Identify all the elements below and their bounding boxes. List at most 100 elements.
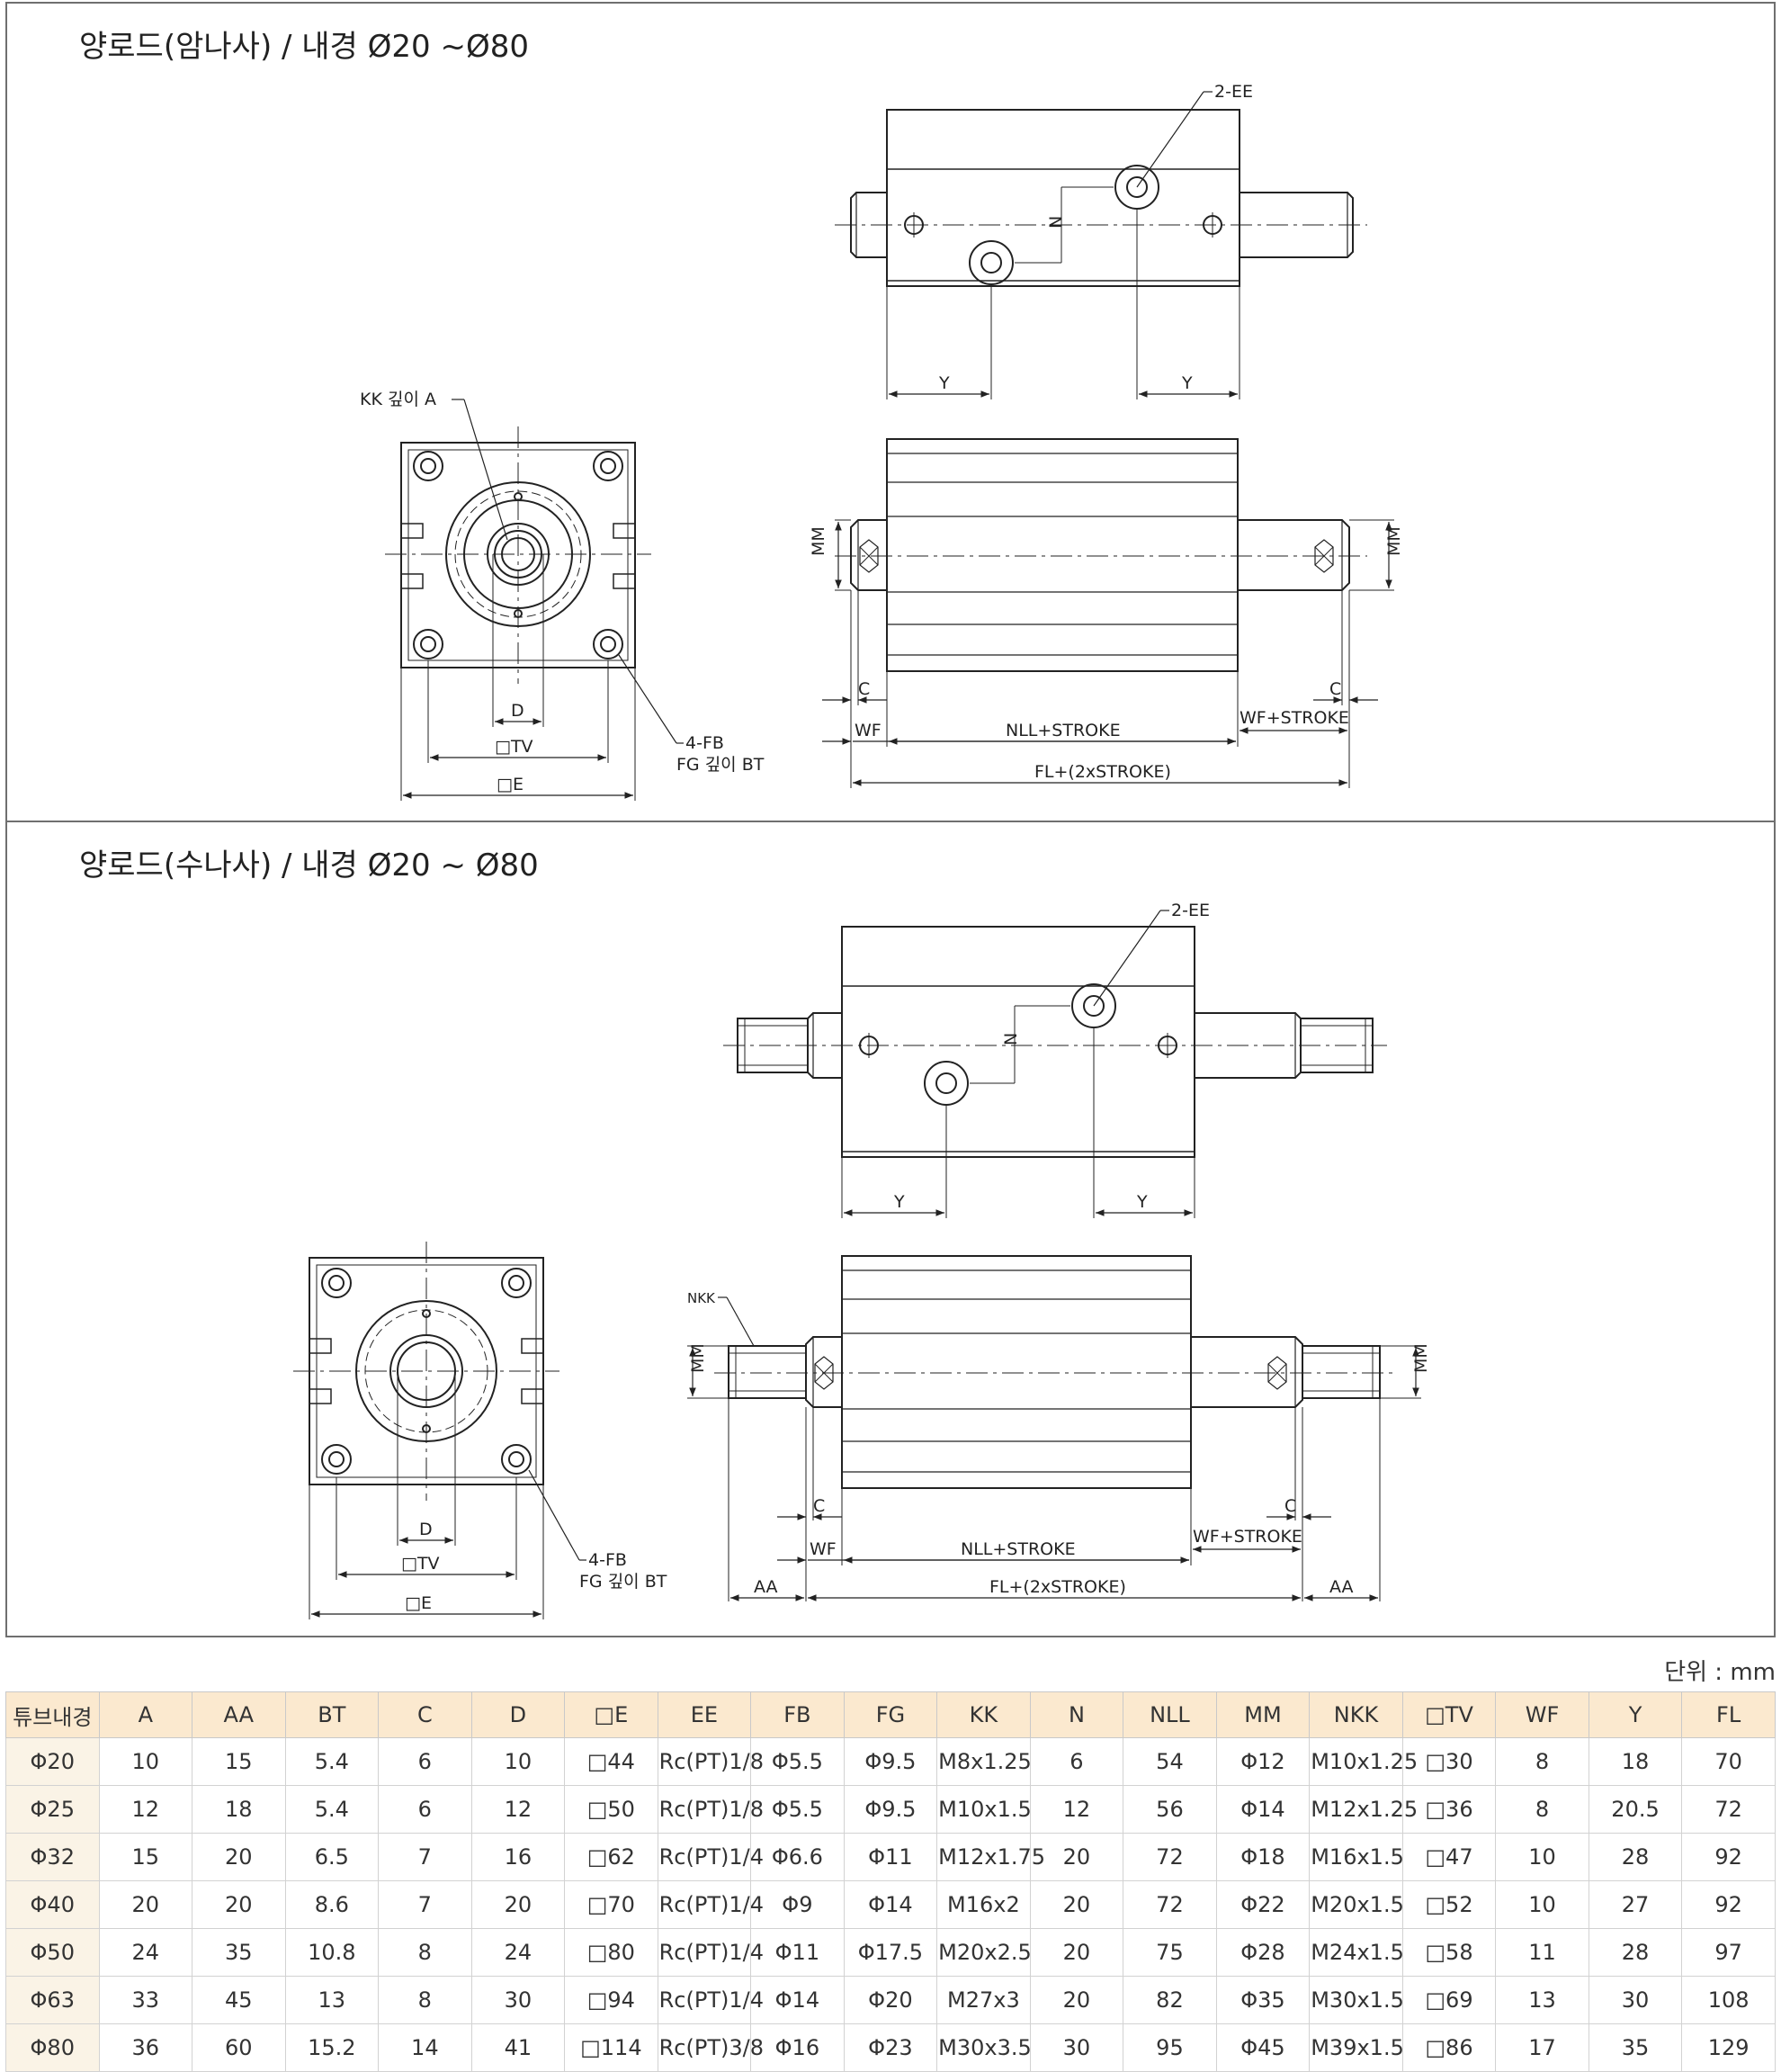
column-header: 튜브내경 — [5, 1691, 100, 1738]
technical-drawing-female: 2-EE N Y Y KK 깊이 A D □TV □E 4-FB FG 깊이 B… — [360, 82, 1404, 801]
end-view — [293, 1242, 586, 1619]
table-cell: Φ14 — [750, 1976, 845, 2024]
label-nkk: NKK — [687, 1290, 716, 1306]
label-tv: □TV — [401, 1554, 440, 1574]
table-cell: 15 — [192, 1737, 286, 1786]
label-y-right: Y — [1181, 373, 1193, 393]
table-cell: 20 — [1029, 1928, 1124, 1977]
label-wf-stroke: WF+STROKE — [1193, 1527, 1302, 1547]
table-cell: 12 — [98, 1785, 193, 1834]
table-cell: 6 — [378, 1785, 472, 1834]
table-cell: 20.5 — [1588, 1785, 1683, 1834]
table-cell: 10 — [470, 1737, 566, 1786]
table-cell: M24x1.5 — [1309, 1928, 1404, 1977]
table-cell: 16 — [470, 1833, 566, 1881]
table-cell: Φ11 — [750, 1928, 845, 1977]
side-view — [687, 1255, 1421, 1601]
table-cell: Rc(PT)3/8 — [657, 2023, 764, 2072]
table-cell: Φ11 — [843, 1833, 938, 1881]
table-cell: 97 — [1681, 1928, 1776, 1977]
column-header: □E — [564, 1691, 658, 1738]
table-cell: 10 — [1495, 1833, 1589, 1881]
table-cell: □70 — [564, 1880, 658, 1929]
table-cell: 70 — [1681, 1737, 1776, 1786]
table-cell: 20 — [1029, 1880, 1124, 1929]
table-cell: 11 — [1495, 1928, 1589, 1977]
table-cell: 6 — [378, 1737, 472, 1786]
table-cell: 8 — [378, 1928, 472, 1977]
label-n: N — [1001, 1033, 1021, 1045]
column-header: D — [470, 1691, 566, 1738]
table-cell: Φ35 — [1215, 1976, 1311, 2024]
table-cell: Φ9 — [750, 1880, 845, 1929]
table-cell: M12x1.75 — [936, 1833, 1045, 1881]
table-cell: 14 — [378, 2023, 472, 2072]
panel-title: 양로드(암나사) / 내경 Ø20 ~Ø80 — [79, 29, 529, 65]
table-cell: □50 — [564, 1785, 658, 1834]
label-aa-left: AA — [754, 1577, 778, 1597]
label-y-left: Y — [893, 1192, 905, 1212]
table-cell: Φ45 — [1215, 2023, 1311, 2072]
table-cell: M20x1.5 — [1309, 1880, 1404, 1929]
label-d: D — [419, 1520, 433, 1539]
bore-cell: Φ40 — [5, 1880, 100, 1929]
table-cell: 92 — [1681, 1880, 1776, 1929]
table-cell: □58 — [1401, 1928, 1497, 1977]
label-wf: WF — [810, 1539, 837, 1559]
table-cell: Φ16 — [750, 2023, 845, 2072]
table-cell: 13 — [284, 1976, 380, 2024]
table-cell: 10.8 — [284, 1928, 380, 1977]
table-cell: Φ14 — [843, 1880, 938, 1929]
label-e: □E — [497, 775, 524, 794]
table-cell: M20x2.5 — [936, 1928, 1032, 1977]
table-cell: □44 — [564, 1737, 658, 1786]
label-2ee: 2-EE — [1214, 82, 1253, 102]
table-cell: 108 — [1681, 1976, 1776, 2024]
table-cell: 56 — [1123, 1785, 1217, 1834]
table-cell: 20 — [192, 1880, 286, 1929]
table-cell: M10x1.5 — [936, 1785, 1032, 1834]
table-cell: 20 — [192, 1833, 286, 1881]
column-header: N — [1029, 1691, 1124, 1738]
table-cell: 20 — [1029, 1976, 1124, 2024]
table-cell: □69 — [1401, 1976, 1497, 2024]
label-y-left: Y — [938, 373, 950, 393]
table-cell: M16x1.5 — [1309, 1833, 1404, 1881]
column-header: BT — [284, 1691, 380, 1738]
table-cell: Φ12 — [1215, 1737, 1311, 1786]
table-cell: 12 — [1029, 1785, 1124, 1834]
table-cell: 8 — [378, 1976, 472, 2024]
label-fl: FL+(2xSTROKE) — [1034, 762, 1171, 782]
side-view — [822, 438, 1394, 788]
column-header: Y — [1588, 1691, 1683, 1738]
column-header: □TV — [1401, 1691, 1497, 1738]
table-cell: 5.4 — [284, 1737, 380, 1786]
label-aa-right: AA — [1329, 1577, 1354, 1597]
table-cell: 35 — [1588, 2023, 1683, 2072]
table-cell: 20 — [98, 1880, 193, 1929]
bore-cell: Φ25 — [5, 1785, 100, 1834]
table-cell: Rc(PT)1/8 — [657, 1785, 764, 1834]
label-mm-right: MM — [1411, 1343, 1431, 1373]
label-nll: NLL+STROKE — [961, 1539, 1076, 1559]
column-header: FB — [750, 1691, 845, 1738]
unit-label: 단위 : mm — [1664, 1659, 1776, 1686]
table-cell: 13 — [1495, 1976, 1589, 2024]
bore-cell: Φ50 — [5, 1928, 100, 1977]
table-cell: M10x1.25 — [1309, 1737, 1418, 1786]
table-cell: 15 — [98, 1833, 193, 1881]
table-cell: 24 — [470, 1928, 566, 1977]
table-cell: 7 — [378, 1833, 472, 1881]
label-2ee: 2-EE — [1171, 901, 1210, 920]
table-cell: 45 — [192, 1976, 286, 2024]
label-fg: FG 깊이 BT — [676, 755, 765, 775]
table-cell: 82 — [1123, 1976, 1217, 2024]
table-cell: 36 — [98, 2023, 193, 2072]
table-cell: Φ23 — [843, 2023, 938, 2072]
